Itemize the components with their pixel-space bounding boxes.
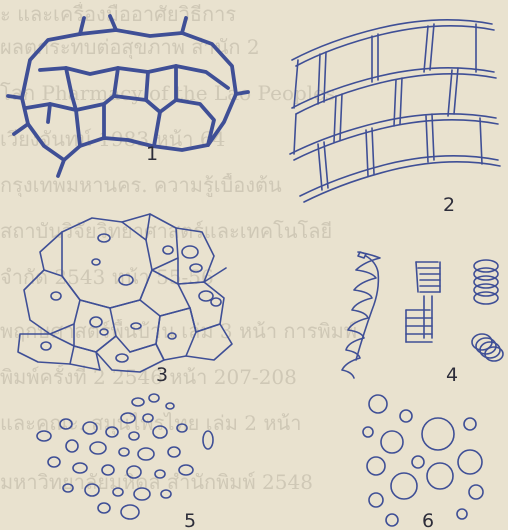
panel-4-label: 4: [446, 364, 458, 386]
panel-2-elongated-cell-network: [290, 20, 500, 202]
panel-5-label: 5: [184, 510, 196, 530]
panel-3-parenchyma-with-grains: [18, 214, 232, 372]
panel-2-label: 2: [443, 194, 455, 216]
panel-4-spiral-vessels: [342, 252, 503, 378]
panel-5-starch-grains: [37, 394, 213, 519]
panel-6-round-grains: [363, 395, 483, 526]
panel-1-label: 1: [146, 143, 158, 165]
panel-6-label: 6: [422, 510, 434, 530]
panel-1-thick-cell-network: [8, 16, 248, 176]
panel-3-label: 3: [156, 364, 168, 386]
